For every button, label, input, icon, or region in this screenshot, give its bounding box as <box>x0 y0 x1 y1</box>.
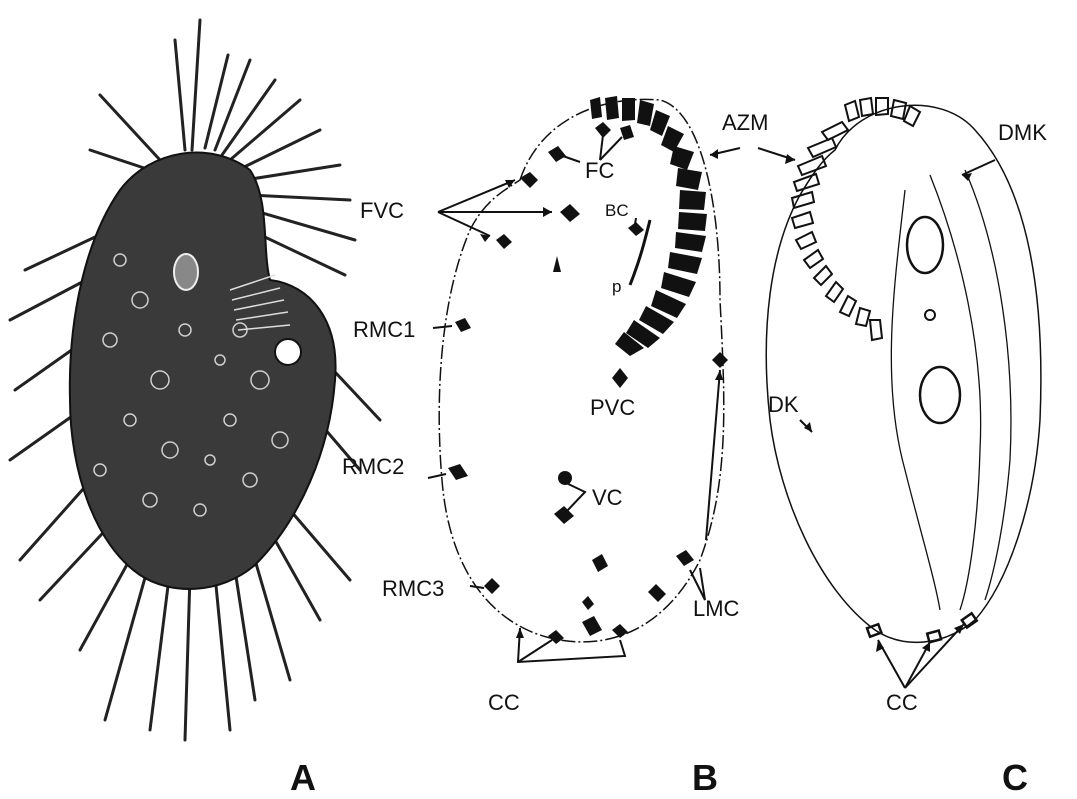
cell-c-macronucleus-posterior <box>920 367 960 423</box>
cell-a-body <box>70 153 336 589</box>
panel-b-label: B <box>692 757 718 798</box>
cell-b-lmc-cirrus <box>712 352 728 368</box>
label-rmc3: RMC3 <box>382 576 444 601</box>
label-vc: VC <box>592 485 623 510</box>
cell-b-arrowheads <box>480 149 972 638</box>
label-pvc: PVC <box>590 395 635 420</box>
label-cc-c: CC <box>886 690 918 715</box>
cell-b-ventral-cirri <box>554 471 574 524</box>
label-p: p <box>612 277 621 296</box>
label-cc-b: CC <box>488 690 520 715</box>
cell-b-leader-lines <box>428 135 995 662</box>
cell-c-arrowheads <box>804 422 964 652</box>
label-fc: FC <box>585 158 614 183</box>
label-rmc2: RMC2 <box>342 454 404 479</box>
cell-b-rmc2-cirrus <box>448 464 468 480</box>
cell-c-micronucleus <box>925 310 935 320</box>
cell-b-ventral-cirrus-small <box>553 256 561 272</box>
cell-b-rmc1-cirrus <box>455 318 471 332</box>
cell-b-transverse-cirri <box>548 550 694 644</box>
label-azm: AZM <box>722 110 768 135</box>
cell-c-macronucleus-anterior <box>907 217 943 273</box>
cell-b-rmc3-cirrus <box>484 578 500 594</box>
cell-b-buccal-cirrus <box>628 222 644 236</box>
panel-c-illustration <box>766 98 1041 688</box>
panel-c-label: C <box>1002 757 1028 798</box>
label-bc: BC <box>605 201 629 220</box>
cell-a-contractile-vacuole <box>275 339 301 365</box>
panel-a-label: A <box>290 757 316 798</box>
cell-c-adoral-zone <box>792 98 920 340</box>
label-fvc: FVC <box>360 198 404 223</box>
label-lmc: LMC <box>693 596 740 621</box>
label-dmk: DMK <box>998 120 1047 145</box>
label-dk: DK <box>768 392 799 417</box>
cell-b-postoral-ventral-cirrus <box>612 368 628 388</box>
label-rmc1: RMC1 <box>353 317 415 342</box>
cell-a-macronucleus <box>174 254 198 290</box>
cell-c-outline <box>766 105 1041 642</box>
cell-c-dorsal-kineties <box>891 170 1011 610</box>
panel-b-illustration <box>428 96 995 662</box>
panel-a-illustration <box>10 20 380 740</box>
